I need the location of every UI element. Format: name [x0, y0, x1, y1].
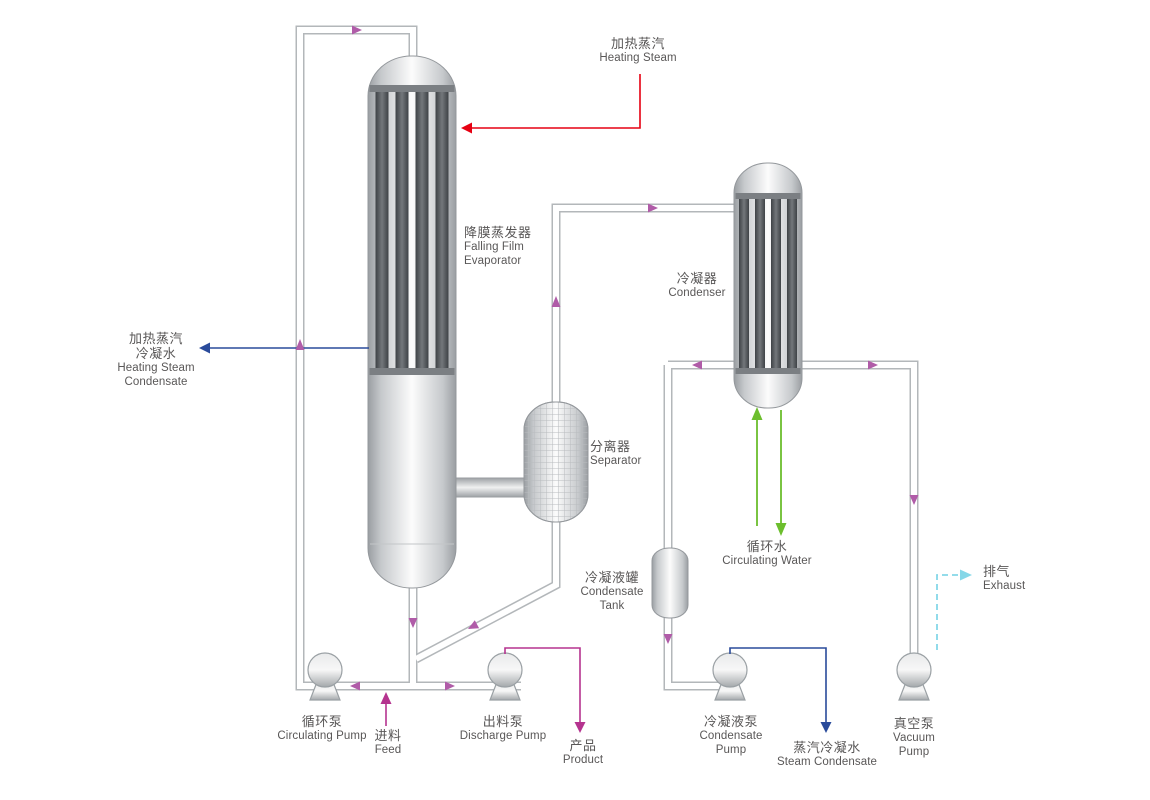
- condensate-pump-label-cn: 冷凝液泵: [703, 714, 758, 729]
- label-discharge-pump: 出料泵 Discharge Pump: [423, 714, 583, 743]
- feed-label-cn: 进料: [374, 728, 402, 743]
- evaporator-separator-connector: [449, 477, 531, 498]
- exhaust-arrow: [936, 569, 972, 650]
- label-product: 产品 Product: [545, 738, 621, 767]
- flow-direction-arrows: [295, 25, 919, 691]
- condenser-vessel: [733, 162, 803, 409]
- label-condenser: 冷凝器 Condenser: [647, 271, 747, 300]
- label-condensate-pump: 冷凝液泵 Condensate Pump: [676, 714, 786, 757]
- label-steam-condensate: 蒸汽冷凝水 Steam Condensate: [747, 740, 907, 769]
- condensate-pump-icon: [712, 652, 748, 701]
- evaporator-label-cn: 降膜蒸发器: [464, 225, 532, 240]
- discharge-pump-label-en: Discharge Pump: [459, 730, 547, 742]
- circulating-pump-label-cn: 循环泵: [301, 714, 343, 729]
- separator-label-en: Separator: [590, 455, 642, 467]
- hs-condensate-label-cn2: 冷凝水: [135, 346, 177, 361]
- steam-condensate-label-cn: 蒸汽冷凝水: [793, 740, 861, 755]
- label-exhaust: 排气 Exhaust: [983, 564, 1063, 593]
- label-heating-steam-condensate: 加热蒸汽 冷凝水 Heating Steam Condensate: [96, 331, 216, 389]
- label-feed: 进料 Feed: [350, 728, 426, 757]
- label-condensate-tank: 冷凝液罐 Condensate Tank: [557, 570, 667, 613]
- circulating-water-label-cn: 循环水: [746, 539, 788, 554]
- vacuum-pump-label-en1: Vacuum: [893, 732, 935, 744]
- condensate-tank-vessel: [651, 547, 689, 619]
- hs-condensate-label-en1: Heating Steam: [117, 362, 195, 374]
- condensate-tank-label-cn: 冷凝液罐: [584, 570, 639, 585]
- exhaust-label-cn: 排气: [983, 564, 1011, 579]
- label-falling-film-evaporator: 降膜蒸发器 Falling Film Evaporator: [464, 225, 584, 268]
- label-circulating-water: 循环水 Circulating Water: [687, 539, 847, 568]
- feed-label-en: Feed: [374, 744, 402, 756]
- label-heating-steam: 加热蒸汽 Heating Steam: [558, 36, 718, 65]
- discharge-pump-icon: [487, 652, 523, 701]
- condensate-pump-label-en2: Pump: [715, 744, 747, 756]
- product-arrow: [504, 647, 586, 733]
- circulating-pump-icon: [307, 652, 343, 701]
- separator-label-cn: 分离器: [590, 439, 631, 454]
- product-label-en: Product: [562, 754, 604, 766]
- feed-arrow: [380, 692, 392, 726]
- heating-steam-condensate-arrow: [199, 342, 369, 354]
- label-separator: 分离器 Separator: [590, 439, 690, 468]
- condensate-pump-label-en1: Condensate: [699, 730, 763, 742]
- label-circulating-pump: 循环泵 Circulating Pump: [242, 714, 402, 743]
- condensate-tank-label-en2: Tank: [599, 600, 625, 612]
- separator-vessel: [523, 401, 589, 523]
- condenser-label-cn: 冷凝器: [676, 271, 718, 286]
- vacuum-pump-label-cn: 真空泵: [893, 716, 935, 731]
- condensate-tank-label-en1: Condensate: [580, 586, 644, 598]
- circulating-pump-label-en: Circulating Pump: [277, 730, 367, 742]
- hs-condensate-label-en2: Condensate: [124, 376, 188, 388]
- product-label-cn: 产品: [569, 738, 597, 753]
- cooling-water-arrows: [751, 407, 787, 536]
- discharge-pump-label-cn: 出料泵: [482, 714, 524, 729]
- vacuum-pump-icon: [896, 652, 932, 701]
- evaporator-label-en2: Evaporator: [464, 255, 522, 267]
- heating-steam-arrow: [461, 74, 641, 134]
- heating-steam-label-en: Heating Steam: [599, 52, 677, 64]
- steam-condensate-arrow: [729, 647, 832, 733]
- vacuum-pump-label-en2: Pump: [898, 746, 930, 758]
- condenser-label-en: Condenser: [668, 287, 726, 299]
- evaporator-vessel: [367, 55, 457, 589]
- heating-steam-label-cn: 加热蒸汽: [610, 36, 665, 51]
- evaporator-label-en1: Falling Film: [464, 241, 524, 253]
- circulating-water-label-en: Circulating Water: [722, 555, 812, 567]
- hs-condensate-label-cn1: 加热蒸汽: [128, 331, 183, 346]
- exhaust-label-en: Exhaust: [983, 580, 1026, 592]
- steam-condensate-label-en: Steam Condensate: [776, 756, 878, 768]
- label-vacuum-pump: 真空泵 Vacuum Pump: [869, 716, 959, 759]
